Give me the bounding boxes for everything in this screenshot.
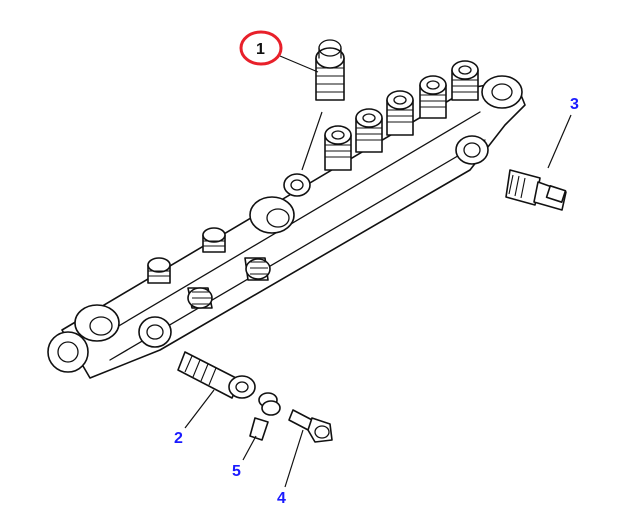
callout-1: 1 bbox=[256, 41, 265, 58]
part-1-fitting bbox=[301, 39, 345, 171]
outlet-fitting bbox=[355, 108, 383, 153]
outlet-fitting bbox=[419, 75, 447, 119]
small-plug bbox=[202, 227, 226, 253]
callout-3: 3 bbox=[570, 96, 579, 113]
callout-4: 4 bbox=[277, 490, 286, 507]
rail-outlet-fittings bbox=[147, 60, 479, 309]
leader-lines bbox=[184, 55, 572, 488]
small-plug bbox=[147, 257, 171, 284]
part-4-bolt bbox=[288, 409, 333, 443]
highlight-ring bbox=[239, 30, 283, 66]
outlet-fitting bbox=[451, 60, 479, 101]
callout-5: 5 bbox=[232, 463, 241, 480]
outlet-fitting bbox=[324, 125, 352, 171]
side-plug bbox=[244, 257, 271, 281]
callouts: 1 2 3 4 5 bbox=[174, 30, 579, 507]
part-3-pressure-sensor bbox=[505, 169, 567, 211]
part-5-seal-washers bbox=[249, 392, 281, 441]
common-rail-body bbox=[47, 75, 526, 379]
part-2-pressure-limiter bbox=[177, 351, 256, 399]
side-plug bbox=[187, 287, 213, 309]
callout-2: 2 bbox=[174, 430, 183, 447]
outlet-fitting bbox=[386, 90, 414, 136]
